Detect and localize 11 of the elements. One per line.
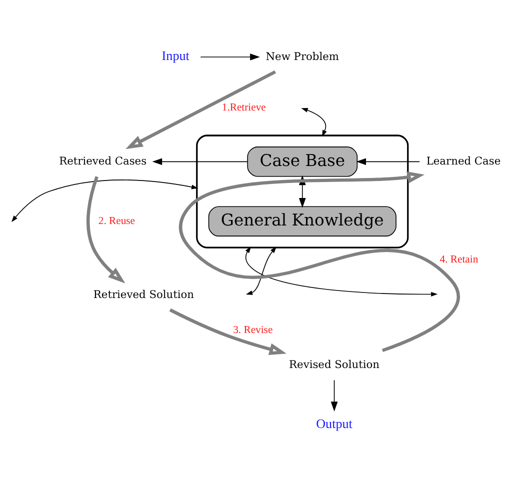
edge-label: 2. Reuse xyxy=(98,216,136,228)
edge-label: 3. Revise xyxy=(233,324,273,336)
node-text: Retrieved Solution xyxy=(93,288,194,301)
edge-label: 1.Retrieve xyxy=(222,102,266,114)
node-text: New Problem xyxy=(266,50,340,63)
node-text: Retrieved Cases xyxy=(59,154,147,168)
node-text: Revised Solution xyxy=(289,358,380,372)
edge-label: 4. Retain xyxy=(440,254,478,266)
node-text: Input xyxy=(162,48,190,64)
node-text: Learned Case xyxy=(426,154,501,168)
node-text: Output xyxy=(316,416,352,432)
